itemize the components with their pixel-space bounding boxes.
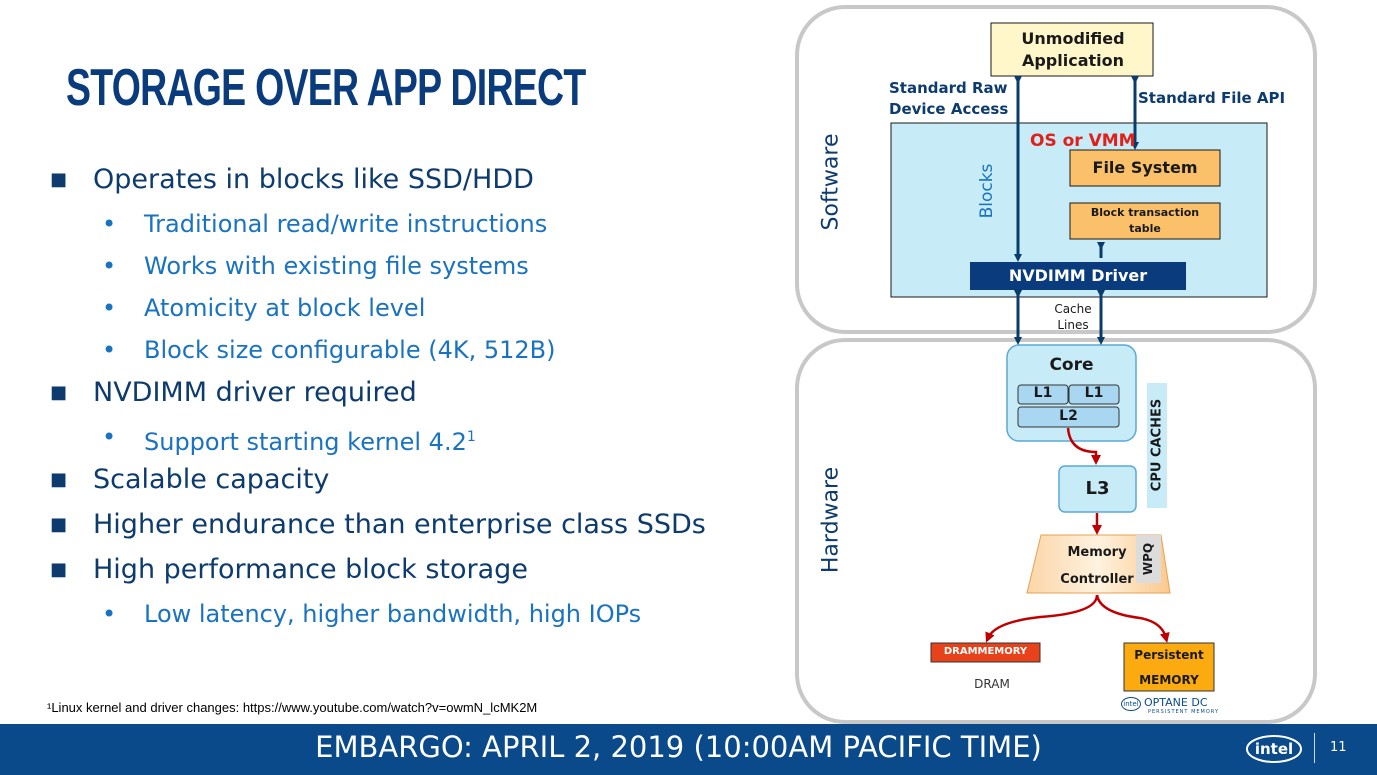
bullet-item: ■Operates in blocks like SSD/HDD [50, 160, 770, 205]
os-label: OS or VMM [1030, 131, 1136, 151]
file-api-label: Standard File API [1138, 89, 1286, 107]
pmem-line2: MEMORY [1139, 673, 1199, 687]
btt-box [1069, 202, 1221, 240]
page-number: 11 [1330, 740, 1347, 755]
file-system-label: File System [1092, 158, 1198, 177]
footer-bar [0, 724, 1377, 775]
square-bullet-icon: ■ [50, 559, 68, 580]
application-line1: Unmodified Application [1021, 29, 1125, 70]
blocks-label: Blocks [977, 163, 997, 219]
core-label: Core [1049, 355, 1094, 375]
optane-logo-sub: PERSISTENT MEMORY [1148, 709, 1219, 715]
footnote-marker: 1 [466, 429, 476, 445]
bullet-item: ■High performance block storage [50, 550, 770, 595]
wpq-label: WPQ [1141, 542, 1155, 576]
dot-bullet-icon: • [102, 252, 117, 280]
square-bullet-icon: ■ [50, 382, 68, 403]
file-system-box [1069, 149, 1221, 187]
dram-box [930, 642, 1041, 663]
l1a-box [1017, 384, 1069, 405]
memory-controller-shape [1026, 534, 1171, 594]
l2-to-l3-arrow [1066, 427, 1101, 465]
dot-bullet-icon: • [102, 294, 117, 322]
intel-logo-text: intel [1255, 740, 1293, 758]
sub-bullet-item: •Support starting kernel 4.21 [50, 418, 770, 460]
square-bullet-icon: ■ [50, 169, 68, 190]
sub-bullet-item: •Traditional read/write instructions [50, 205, 770, 247]
bullet-item: ■Scalable capacity [50, 460, 770, 505]
l2-box [1017, 406, 1120, 428]
raw-access-label-line1: Standard Raw [889, 79, 1008, 97]
mc-to-dram-arrow [985, 594, 1099, 643]
cache-lines-line1: Cache [1054, 302, 1092, 316]
dot-bullet-icon: • [102, 210, 117, 238]
sub-bullet-item: •Block size configurable (4K, 512B) [50, 331, 770, 373]
dram-box-label: DRAMMEMORY [943, 646, 1028, 657]
raw-access-label-line2: Device Access [889, 100, 1009, 118]
btt-label-line1: Block transaction [1090, 206, 1200, 219]
l1b-box [1068, 384, 1120, 405]
square-bullet-icon: ■ [50, 514, 68, 535]
optane-logo: intel OPTANE DC PERSISTENT MEMORY [1121, 696, 1231, 718]
wpq-box [1136, 535, 1161, 583]
mc-to-pmem-arrow [1095, 594, 1170, 643]
bullet-item: ■NVDIMM driver required [50, 373, 770, 418]
dram-caption: DRAM [974, 677, 1010, 691]
application-box [990, 22, 1154, 77]
l3-box [1058, 465, 1137, 513]
bullet-list: ■Operates in blocks like SSD/HDD •Tradit… [50, 160, 770, 637]
l3-label: L3 [1085, 478, 1110, 499]
page-divider [1314, 733, 1315, 763]
dot-bullet-icon: • [102, 600, 117, 628]
persistent-memory-box [1123, 642, 1215, 692]
cpu-caches-band [1147, 383, 1167, 508]
optane-logo-text: OPTANE DC [1144, 696, 1208, 709]
embargo-text: EMBARGO: APRIL 2, 2019 (10:00AM PACIFIC … [315, 730, 1042, 764]
nvdimm-driver-box [970, 262, 1186, 290]
l1a-label: L1 [1033, 385, 1053, 401]
l1b-label: L1 [1084, 385, 1104, 401]
embargo-banner: EMBARGO: APRIL 2, 2019 (10:00AM PACIFIC … [0, 730, 1377, 764]
dot-bullet-icon: • [102, 423, 117, 451]
memory-controller-line2: Controller [1060, 572, 1134, 587]
bullet-item: ■Higher endurance than enterprise class … [50, 505, 770, 550]
hardware-label: Hardware [818, 466, 844, 574]
intel-mini-logo-icon: intel [1121, 697, 1141, 711]
software-label: Software [818, 133, 844, 231]
sub-bullet-item: •Works with existing file systems [50, 247, 770, 289]
hardware-section [795, 338, 1317, 724]
dot-bullet-icon: • [102, 336, 117, 364]
footnote: ¹Linux kernel and driver changes: https:… [47, 700, 538, 715]
l2-label: L2 [1059, 408, 1078, 424]
sub-bullet-item: •Low latency, higher bandwidth, high IOP… [50, 595, 770, 637]
intel-logo-icon: intel [1246, 735, 1302, 763]
cpu-caches-label: CPU CACHES [1149, 398, 1165, 492]
slide-title: STORAGE OVER APP DIRECT [66, 59, 586, 117]
pmem-line1: Persistent [1134, 648, 1204, 662]
sub-bullet-item: •Atomicity at block level [50, 289, 770, 331]
cache-lines-line2: Lines [1057, 318, 1089, 332]
nvdimm-driver-label: NVDIMM Driver [1008, 266, 1148, 285]
btt-label-line2: table [1129, 222, 1161, 235]
square-bullet-icon: ■ [50, 469, 68, 490]
memory-controller-line1: Memory [1067, 545, 1127, 560]
